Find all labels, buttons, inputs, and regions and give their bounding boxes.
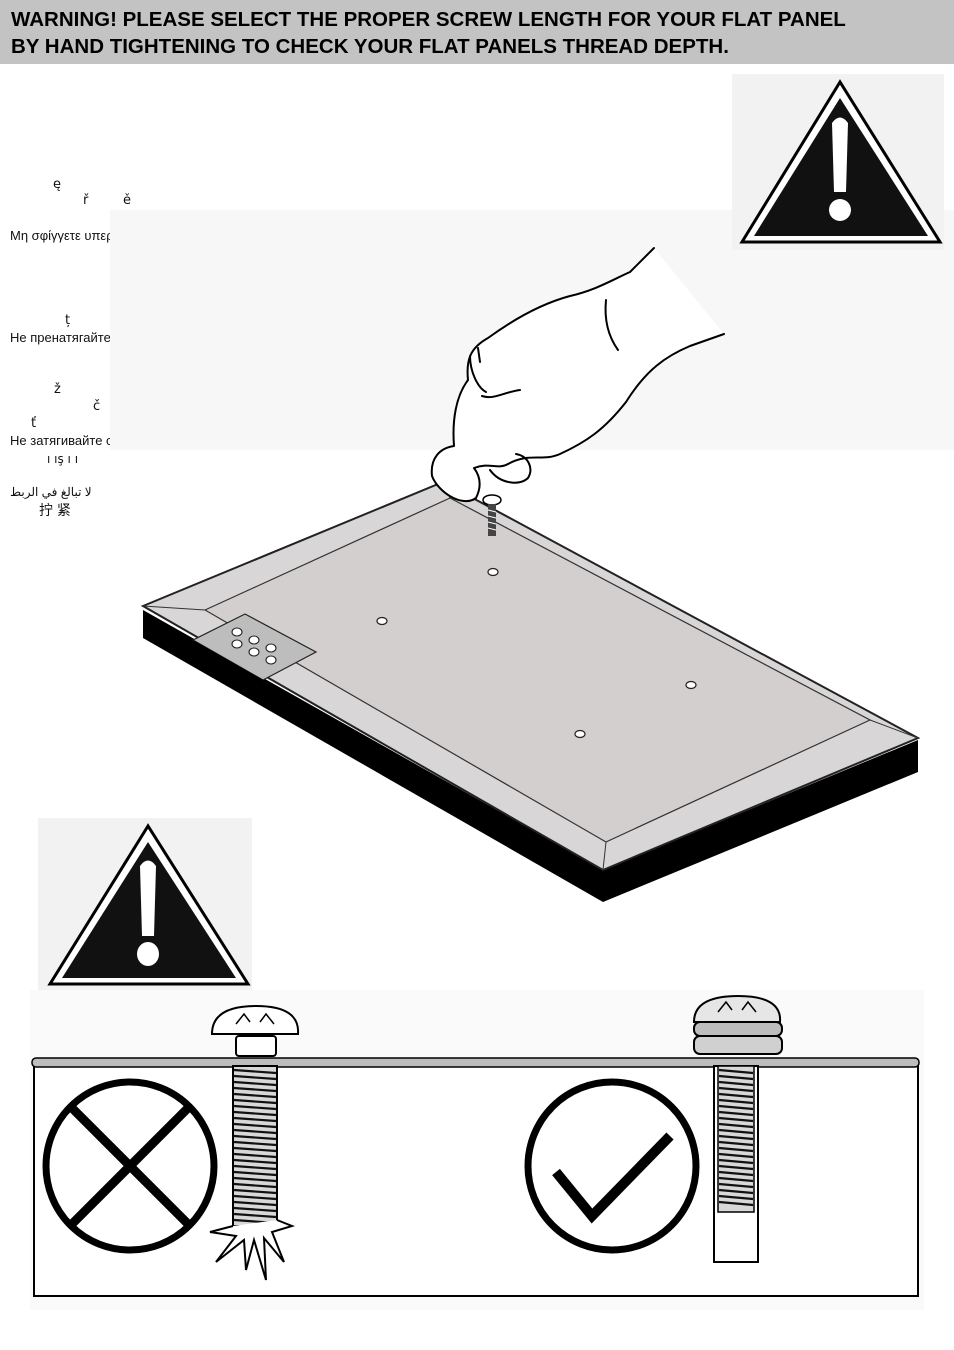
romanian-fragment: ț [65, 313, 71, 328]
thread-line [718, 1116, 754, 1123]
thread-line [233, 1182, 277, 1189]
flat-panel-tv [140, 480, 921, 902]
warning-banner: WARNING! PLEASE SELECT THE PROPER SCREW … [0, 0, 954, 64]
thread-line [233, 1104, 277, 1111]
warning-line-2: BY HAND TIGHTENING TO CHECK YOUR FLAT PA… [11, 35, 729, 58]
thread-line [718, 1068, 754, 1075]
hand-illustration [430, 247, 725, 503]
thread-line [233, 1074, 277, 1081]
thread-line [718, 1092, 754, 1099]
thread-line [718, 1176, 754, 1183]
chinese-warning: 拧 紧 [39, 502, 71, 518]
thread-line [233, 1194, 277, 1201]
thread-line [718, 1170, 754, 1177]
thread-line [233, 1116, 277, 1123]
thread-line [233, 1188, 277, 1195]
thread-line [718, 1128, 754, 1135]
thread-line [233, 1098, 277, 1105]
thread-line [718, 1080, 754, 1087]
thread-line [718, 1110, 754, 1117]
turkish-fragment: ı ış ı ı [47, 452, 79, 466]
czech-fragment-1: ř [83, 193, 89, 208]
screw-correct-length [692, 994, 783, 1263]
thread-line [233, 1158, 277, 1165]
thread-line [718, 1146, 754, 1153]
thread-line [233, 1122, 277, 1129]
check-circle-icon [524, 1078, 700, 1254]
thread-line [233, 1140, 277, 1147]
thread-line [718, 1140, 754, 1147]
slovenian-fragment-2: č [93, 399, 101, 414]
thread-line [718, 1098, 754, 1105]
thread-line [718, 1134, 754, 1141]
top-warning-triangle-icon [732, 74, 944, 250]
thread-line [233, 1092, 277, 1099]
thread-line [718, 1158, 754, 1165]
screw-depth-diagram [30, 990, 924, 1310]
thread-line [233, 1146, 277, 1153]
slovak-fragment: ť [31, 416, 37, 431]
thread-line [233, 1134, 277, 1141]
screw-small [482, 494, 502, 536]
thread-line [718, 1122, 754, 1129]
arabic-warning: لا تبالغ في الربط [10, 485, 92, 499]
thread-line [718, 1086, 754, 1093]
thread-line [233, 1128, 277, 1135]
warning-line-1: WARNING! PLEASE SELECT THE PROPER SCREW … [11, 8, 846, 31]
thread-line [233, 1164, 277, 1171]
thread-line [718, 1104, 754, 1111]
screw-too-long [209, 1004, 300, 1281]
thread-line [233, 1176, 277, 1183]
thread-line [718, 1164, 754, 1171]
czech-fragment-2: ě [123, 193, 131, 208]
thread-line [233, 1110, 277, 1117]
thread-line [233, 1170, 277, 1177]
thread-line [718, 1188, 754, 1195]
cross-circle-icon [42, 1078, 218, 1254]
thread-line [718, 1152, 754, 1159]
thread-line [233, 1152, 277, 1159]
thread-line [233, 1080, 277, 1087]
bottom-warning-triangle-icon [38, 818, 252, 990]
polish-fragment: ę [53, 177, 61, 192]
thread-line [718, 1182, 754, 1189]
bulgarian-warning: Не пренатягайте [10, 330, 111, 345]
thread-line [718, 1194, 754, 1201]
slovenian-fragment-1: ž [54, 382, 61, 397]
thread-line [233, 1212, 277, 1219]
thread-line [718, 1074, 754, 1081]
thread-line [233, 1086, 277, 1093]
thread-line [233, 1206, 277, 1213]
thread-line [233, 1200, 277, 1207]
thread-line [718, 1200, 754, 1207]
thread-line [233, 1068, 277, 1075]
